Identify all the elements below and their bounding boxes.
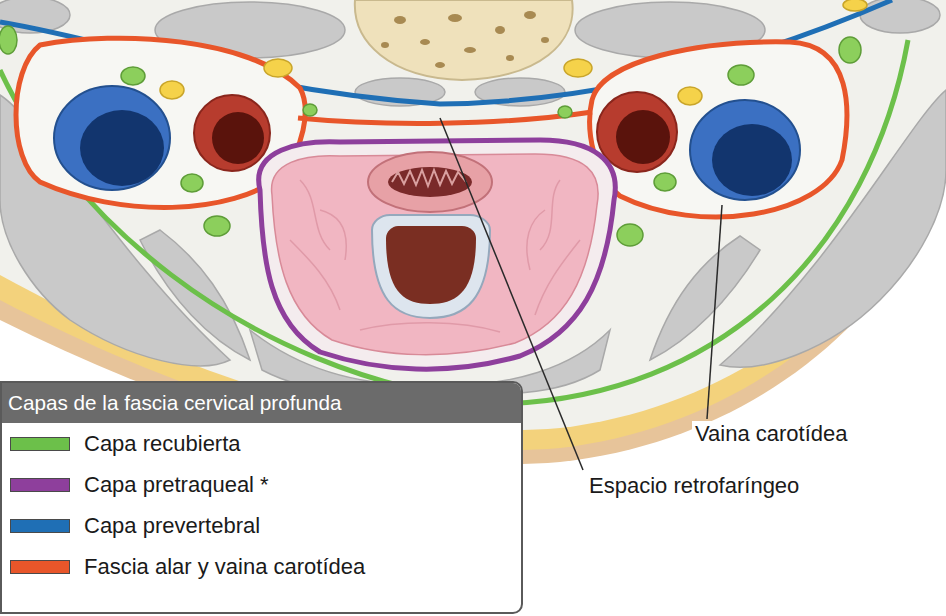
- vertebra-part-part: [435, 62, 445, 68]
- skin-layers-part: [0, 0, 946, 464]
- legend-text: Capa pretraqueal *: [84, 472, 269, 498]
- legend-text: Capa recubierta: [84, 431, 241, 457]
- legend-text: Capa prevertebral: [84, 513, 260, 539]
- vertebra-part-part: [506, 55, 514, 61]
- vertebra-part-part: [541, 37, 549, 43]
- leader-lines-part: [707, 205, 722, 419]
- vertebra-part-part: [448, 14, 462, 22]
- carotid-sheaths: [16, 38, 847, 217]
- legend-row: Capa recubierta: [2, 423, 521, 464]
- carotid-sheaths-part: [590, 42, 847, 217]
- legend-swatch: [10, 437, 70, 451]
- legend-swatch: [10, 478, 70, 492]
- thyroid-part-part: [320, 210, 346, 260]
- trachea-part: [372, 215, 490, 318]
- esophagus-part: [388, 167, 472, 197]
- vertebra: [355, 0, 573, 80]
- vertebra-part-part: [495, 26, 505, 34]
- sheath-label: Vaina carotídea: [692, 421, 850, 447]
- lymph-nodes-part: [839, 37, 861, 63]
- muscles: [0, 0, 946, 393]
- vessels-part: [54, 86, 170, 190]
- vessels-part: [80, 110, 164, 186]
- legend-row: Fascia alar y vaina carotídea: [2, 546, 521, 587]
- vessels-part: [194, 95, 270, 171]
- legend-text: Fascia alar y vaina carotídea: [84, 554, 365, 580]
- pretracheal-layer-line: [259, 140, 616, 369]
- legend-row: Capa prevertebral: [2, 505, 521, 546]
- vessels-part: [690, 100, 800, 200]
- trachea: [372, 215, 490, 318]
- lymph-nodes-part: [617, 224, 643, 246]
- lymph-nodes-part: [728, 65, 754, 85]
- lymph-nodes-part: [204, 216, 230, 236]
- thyroid-part-part: [290, 240, 340, 310]
- thyroid-part-part: [300, 180, 330, 250]
- lymph-nodes-part: [558, 106, 572, 118]
- lymph-nodes-part: [0, 26, 17, 54]
- thyroid: [272, 154, 599, 355]
- trachea-part: [386, 226, 476, 304]
- vertebra-part: [355, 0, 573, 80]
- skin-layers-part: [0, 0, 946, 450]
- esophagus-part: [392, 170, 466, 186]
- thyroid-part-part: [360, 323, 500, 332]
- thyroid-part-part: [527, 210, 545, 270]
- vertebra-part-part: [524, 11, 536, 19]
- lymph-nodes-part: [121, 67, 145, 85]
- lymph-nodes-part: [654, 173, 676, 191]
- muscles-part: [860, 0, 940, 33]
- vertebra-part-part: [420, 39, 430, 45]
- vertebra-part-part: [381, 42, 389, 48]
- vessels-part: [597, 92, 677, 172]
- legend-row: Capa pretraqueal *: [2, 464, 521, 505]
- investing-layer-line: [0, 40, 908, 404]
- vertebra-part: [381, 11, 549, 68]
- esophagus-part: [368, 152, 492, 212]
- skin-layers-part: [0, 0, 946, 430]
- vessels-part: [712, 124, 792, 196]
- vessels-part: [212, 112, 264, 164]
- legend-box: Capas de la fascia cervical profundaCapa…: [0, 381, 523, 614]
- space-label: Espacio retrofaríngeo: [586, 473, 802, 499]
- thyroid-part-part: [535, 240, 580, 315]
- carotid-sheaths-part: [298, 112, 592, 123]
- nerves-part: [843, 0, 867, 11]
- lymph-nodes-part: [181, 174, 203, 192]
- muscles-part: [650, 236, 760, 360]
- nerves-part: [564, 59, 592, 77]
- legend-swatch: [10, 560, 70, 574]
- nerves-part: [160, 81, 184, 99]
- thyroid-part: [272, 154, 599, 355]
- vessels-part: [616, 110, 670, 164]
- legend-swatch: [10, 519, 70, 533]
- thyroid-part-part: [540, 180, 560, 250]
- vertebra-part-part: [464, 47, 476, 53]
- lymph-nodes-part: [303, 104, 317, 116]
- nerves-part: [678, 87, 702, 105]
- legend-title: Capas de la fascia cervical profunda: [2, 383, 521, 423]
- vertebra-part-part: [394, 16, 406, 24]
- esophagus: [368, 152, 492, 212]
- skin-layers: [0, 0, 946, 464]
- nerves-part: [264, 59, 292, 77]
